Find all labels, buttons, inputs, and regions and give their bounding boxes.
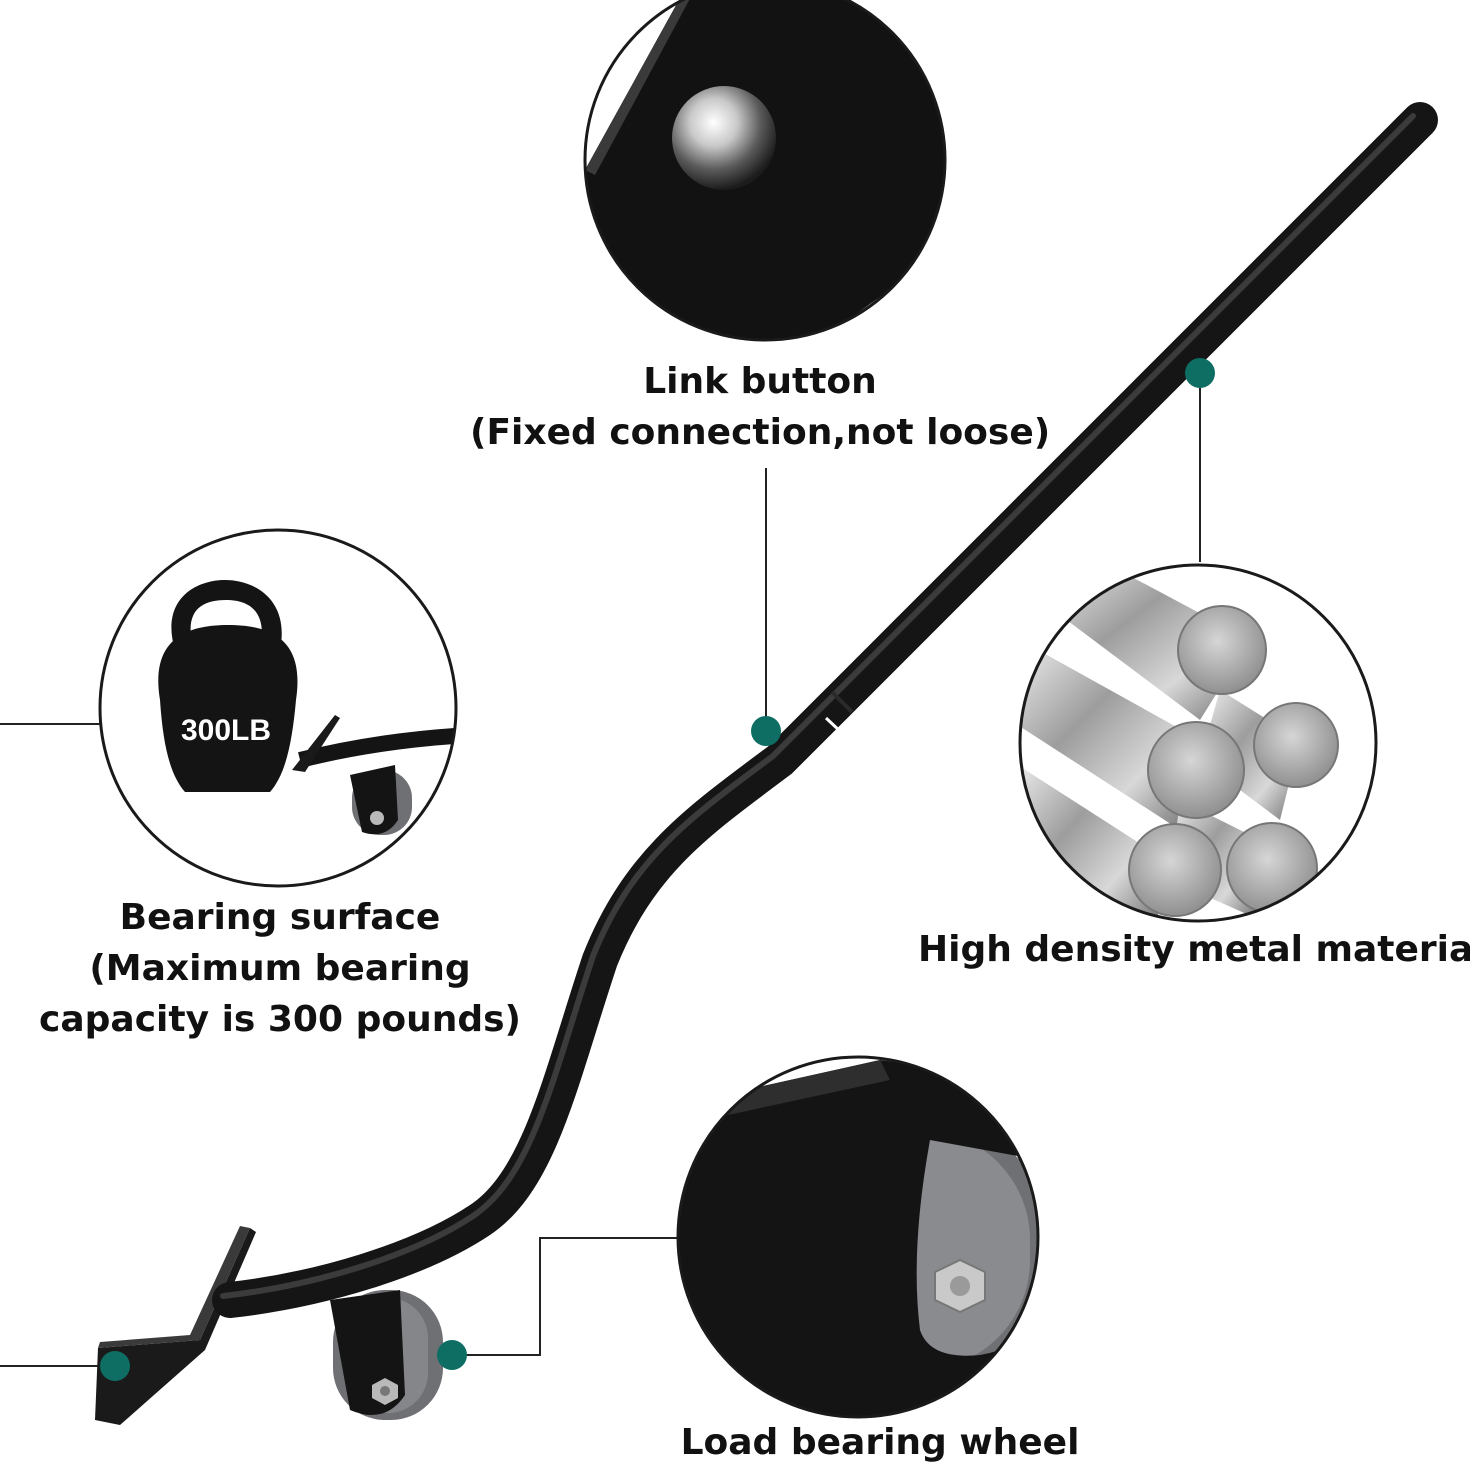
plate-marker: [100, 1351, 130, 1381]
kettlebell-weight-label: 300LB: [181, 714, 271, 747]
metal-title: High density metal materia: [918, 929, 1470, 970]
wheel-title: Load bearing wheel: [680, 1422, 1080, 1463]
link-button-title: Link button: [643, 361, 877, 402]
link-button-subtitle: (Fixed connection,not loose): [470, 412, 1051, 453]
bearing-surface-line3: capacity is 300 pounds): [39, 999, 521, 1040]
lifting-plate: [95, 1228, 256, 1425]
link-marker: [751, 716, 781, 746]
detail-circle-metal: [1018, 563, 1378, 923]
ball-bearing-icon: [672, 86, 776, 190]
bearing-surface-line2: (Maximum bearing: [89, 948, 471, 989]
bearing-surface-line1: Bearing surface: [119, 897, 441, 938]
wheel-connector-line: [452, 1237, 680, 1356]
link-button-callout: Link button (Fixed connection,not loose): [470, 356, 1050, 458]
connector-lines: [0, 373, 1201, 1367]
metal-callout: High density metal materia: [918, 924, 1470, 975]
lever-tool: [95, 102, 1438, 1425]
bearing-surface-callout: Bearing surface (Maximum bearing capacit…: [20, 892, 540, 1045]
metal-rods-icon: [1020, 565, 1376, 921]
detail-circle-bearing-surface: 300LB: [98, 528, 458, 888]
markers: [100, 358, 1215, 1381]
wheel-callout: Load bearing wheel: [650, 1417, 1110, 1468]
wheel-marker: [437, 1340, 467, 1370]
detail-circle-link-button: [583, 0, 947, 342]
metal-marker: [1185, 358, 1215, 388]
caster-wheel-icon: [678, 1057, 1038, 1417]
handle-bar: [212, 102, 1438, 1318]
detail-circle-wheel: [676, 1055, 1040, 1419]
kettlebell-icon: 300LB: [158, 580, 298, 792]
